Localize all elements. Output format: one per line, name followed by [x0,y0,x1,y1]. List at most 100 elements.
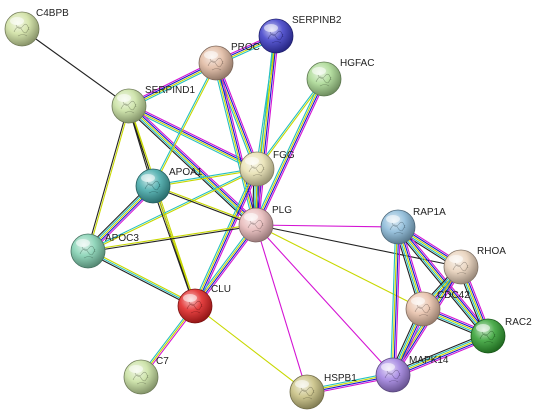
node-highlight [129,365,143,373]
edge-evidence-line [257,79,327,227]
node-rhoa[interactable]: RHOA [443,246,506,285]
edge-plg-rap1a[interactable] [255,224,399,228]
edge-serpind1-plg[interactable] [126,103,259,228]
edge-serpinb2-fgg[interactable] [255,35,278,170]
edge-evidence-line [213,63,256,171]
edge-evidence-line [87,169,258,253]
node-hspb1[interactable]: HSPB1 [289,373,357,410]
edge-evidence-line [151,185,195,307]
node-sphere [375,357,411,393]
node-sphere [4,11,40,47]
node-clu[interactable]: CLU [177,284,231,324]
node-highlight [245,157,259,165]
protein-structure-thumbnail [79,245,96,259]
node-sphere [258,18,294,54]
node-c4bpb[interactable]: C4BPB [4,8,69,47]
edge-evidence-line [129,104,258,225]
edge-evidence-line [257,35,278,170]
edge-evidence-line [21,28,130,107]
node-apoc3[interactable]: APOC3 [70,233,139,269]
protein-structure-thumbnail [384,369,401,383]
edge-evidence-line [255,224,399,228]
node-sphere [70,233,106,269]
edge-evidence-line [390,226,397,376]
edge-hgfac-fgg[interactable] [255,77,326,171]
edge-evidence-line [257,35,279,226]
protein-structure-thumbnail [186,300,203,314]
node-highlight [386,215,400,223]
edge-proc-apoa1[interactable] [151,62,218,187]
node-label: C7 [156,356,169,367]
edge-plg-mapk14[interactable] [255,224,394,376]
edge-evidence-line [391,332,488,373]
edge-plg-hspb1[interactable] [255,224,308,393]
protein-structure-thumbnail [315,73,332,87]
edge-clu-hspb1[interactable] [194,305,308,393]
node-rac2[interactable]: RAC2 [470,317,532,354]
edge-evidence-line [128,105,257,226]
edge-evidence-line [153,185,197,307]
node-label: C4BPB [36,8,69,19]
node-proc[interactable]: PROC [198,42,260,81]
edge-evidence-line [151,62,216,187]
node-apoa1[interactable]: APOA1 [135,167,203,204]
edge-evidence-line [194,305,308,393]
node-hgfac[interactable]: HGFAC [306,58,374,97]
edge-rap1a-mapk14[interactable] [390,226,401,376]
edge-evidence-line [87,250,196,307]
edge-evidence-line [88,249,197,306]
edge-evidence-line [217,61,259,225]
edge-evidence-line [253,77,323,225]
node-fgg[interactable]: FGG [239,150,295,187]
node-label: RAP1A [413,207,446,218]
edge-evidence-line [214,62,256,226]
edge-fgg-apoc3[interactable] [87,167,258,253]
node-mapk14[interactable]: MAPK14 [375,355,449,393]
edge-fgg-clu[interactable] [192,167,260,308]
node-label: APOC3 [105,233,139,244]
edge-evidence-line [195,168,259,307]
node-label: HGFAC [340,58,374,69]
node-highlight [244,213,258,221]
edge-apoa1-clu[interactable] [151,185,197,307]
edge-hgfac-plg[interactable] [253,77,327,227]
edge-proc-fgg[interactable] [213,61,260,171]
node-highlight [449,255,463,263]
edge-proc-plg[interactable] [213,61,259,227]
edge-evidence-line [86,105,129,252]
node-serpinb2[interactable]: SERPINB2 [258,15,342,54]
edge-evidence-line [255,224,394,376]
edge-fgg-apoa1[interactable] [152,167,258,188]
edge-apoa1-plg[interactable] [152,184,257,227]
edge-apoc3-plg[interactable] [87,223,257,253]
node-label: SERPIND1 [145,85,195,96]
edge-evidence-line [130,103,259,224]
edge-evidence-line [127,106,256,227]
node-sphere [470,318,506,354]
edge-apoc3-clu[interactable] [86,249,197,308]
node-rap1a[interactable]: RAP1A [380,207,446,245]
node-highlight [141,174,155,182]
protein-structure-thumbnail [144,180,161,194]
edge-evidence-line [217,61,260,169]
edge-evidence-line [214,62,257,170]
node-label: APOA1 [169,167,203,178]
node-sphere [198,45,234,81]
edge-evidence-line [192,167,256,306]
node-c7[interactable]: C7 [123,356,169,395]
node-cdc42[interactable]: CDC42 [405,290,470,327]
edge-evidence-line [86,251,195,308]
node-label: PLG [272,205,292,216]
node-highlight [476,324,490,332]
edge-evidence-line [196,169,260,308]
node-label: RAC2 [505,317,532,328]
node-highlight [312,67,326,75]
edge-serpind1-apoc3[interactable] [86,105,131,252]
node-plg[interactable]: PLG [238,205,292,243]
edge-c4bpb-serpind1[interactable] [21,28,130,107]
protein-structure-thumbnail [389,221,406,235]
node-highlight [204,51,218,59]
node-serpind1[interactable]: SERPIND1 [111,85,195,124]
